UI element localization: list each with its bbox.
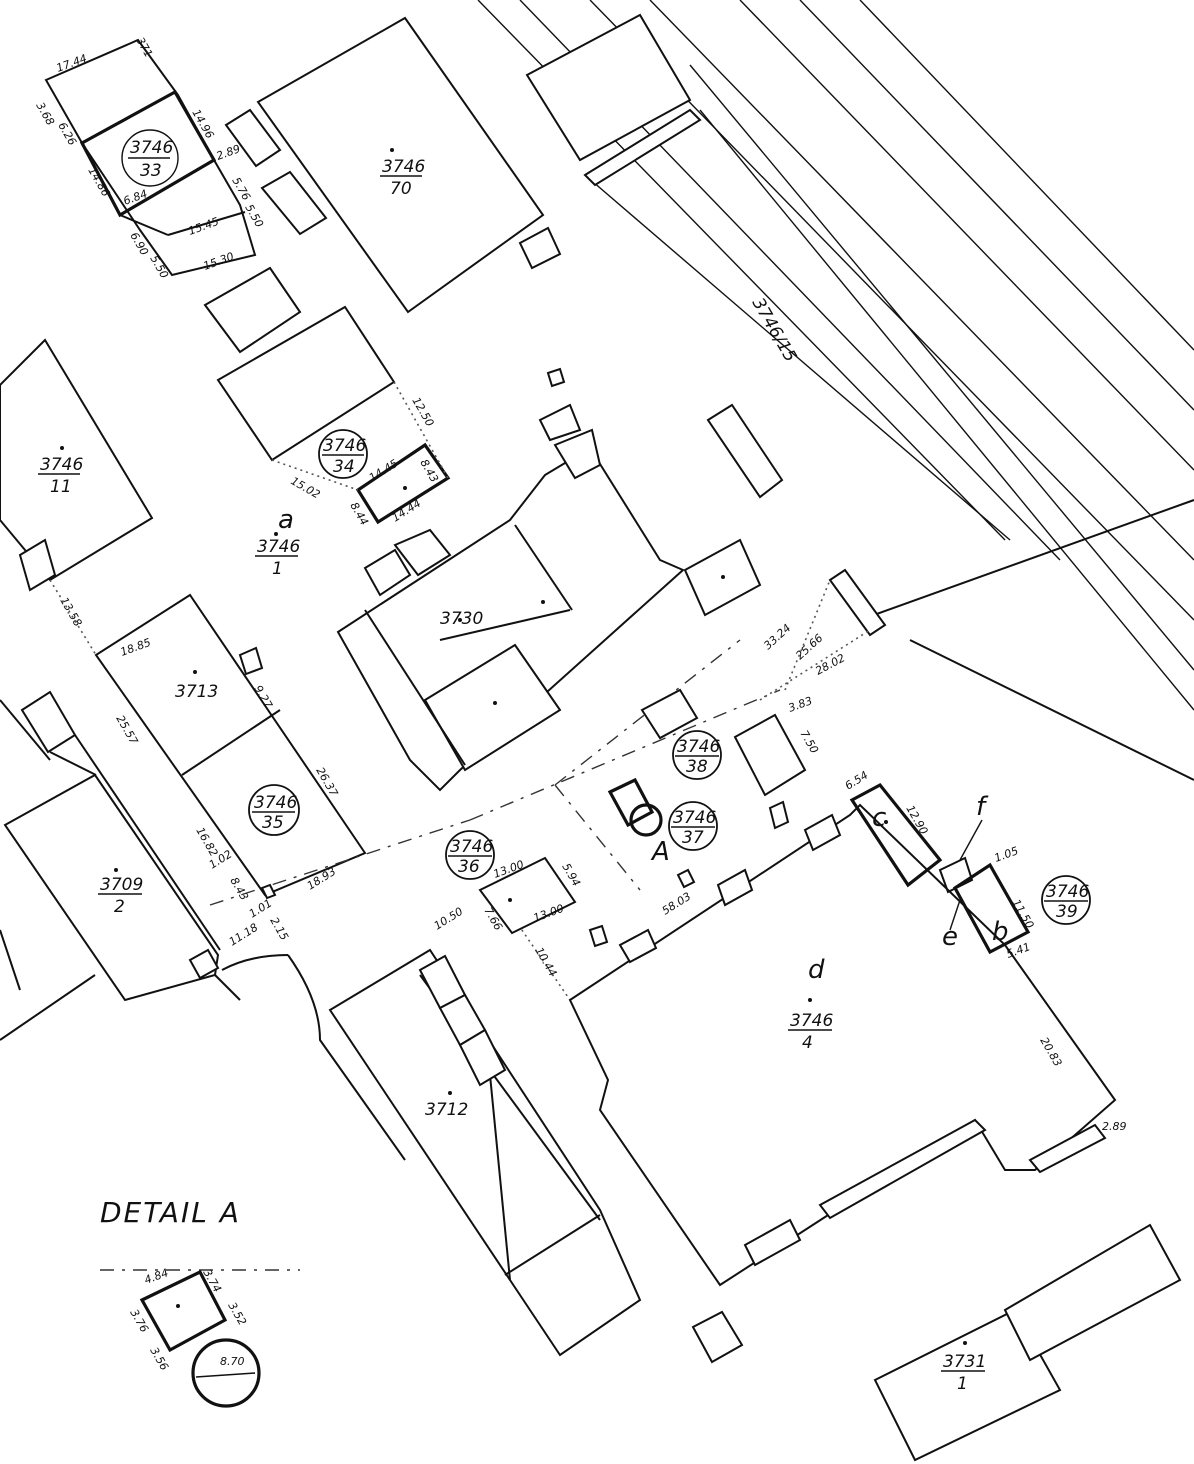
parcel-subnumber: 36 <box>458 857 480 877</box>
dimension-label: 25.57 <box>113 713 140 747</box>
dimension-label: 15.02 <box>289 474 323 501</box>
parcel-number: 3746 <box>257 537 300 557</box>
parcel-3709-2: 3709 2 <box>0 690 221 1041</box>
parcel-subnumber: 39 <box>1056 902 1078 922</box>
parcel-3746-37: 3746 37 A <box>588 777 718 948</box>
dimension-label: 5.76 <box>229 175 253 203</box>
parcel-number: 3746 <box>673 808 716 828</box>
rail-parcel-label: 3746/15 <box>748 295 801 366</box>
parcel-3746-4: d 3746 4 58.03 20.83 2.89 <box>568 803 1127 1287</box>
dimension-label: 14.44 <box>390 497 424 525</box>
parcel-number: 3746 <box>790 1011 833 1031</box>
lot-letter-c: c <box>872 803 886 833</box>
dimension-label: 6.90 <box>127 230 151 258</box>
parcel-number: 3746 <box>40 455 83 475</box>
parcel-subnumber: 4 <box>802 1033 813 1053</box>
detail-marker: A <box>650 837 670 867</box>
dimension-label: 28.02 <box>813 651 847 677</box>
parcel-subnumber: 33 <box>140 161 162 181</box>
dimension-label: 6.54 <box>843 769 871 793</box>
dimension-label: 58.03 <box>660 890 694 918</box>
lot-letter-b: b <box>992 917 1009 947</box>
dimension-label: 25.66 <box>793 631 825 662</box>
track-buildings <box>518 13 887 637</box>
parcel-number: 3746 <box>382 157 425 177</box>
dimension-label: 2.15 <box>267 915 291 943</box>
dimension-label: 13.58 <box>57 595 84 629</box>
dimension-label: 2.89 <box>215 142 242 163</box>
parcel-number: 3712 <box>425 1100 468 1120</box>
dimension-label: 15.30 <box>202 250 236 273</box>
dimension-label: 5.50 <box>147 253 171 281</box>
parcel-subnumber: 34 <box>333 457 355 477</box>
dimension-label: 33.24 <box>761 621 793 652</box>
parcel-subnumber: 1 <box>272 559 283 579</box>
dimension-label: 6.26 <box>55 120 79 148</box>
parcel-subnumber: 38 <box>686 757 708 777</box>
parcel-number: 3730 <box>440 609 483 629</box>
parcel-number: 3746 <box>323 436 366 456</box>
dimension-label: 15.45 <box>187 215 221 238</box>
dimension-label: 12.50 <box>409 395 436 429</box>
parcel-subnumber: 35 <box>262 813 284 833</box>
parcel-number: 3746 <box>254 793 297 813</box>
parcel-number: 3746/15 <box>748 295 801 366</box>
parcel-number: 3746 <box>450 837 493 857</box>
dimension-label: 2.89 <box>1102 1120 1127 1133</box>
parcel-subnumber: 37 <box>682 828 704 848</box>
dimension-label: 1.05 <box>993 844 1020 865</box>
parcel-subnumber: 1 <box>957 1374 968 1394</box>
parcel-3746-11: 3746 11 <box>0 338 154 592</box>
dimension-label: 3.83 <box>787 694 814 715</box>
dimension-label: 8.70 <box>220 1355 245 1368</box>
parcel-subnumber: 2 <box>114 897 125 917</box>
parcel-3730: 3730 <box>336 367 762 792</box>
parcel-3746-33: 3746 33 17.44 371 3.68 6.26 14.86 14.96 … <box>33 35 266 281</box>
lot-letter-d: d <box>808 955 825 985</box>
parcel-number: 3746 <box>677 737 720 757</box>
lot-letter-e: e <box>942 922 958 952</box>
detail-title: DETAIL A <box>100 1196 241 1229</box>
dimension-label: 10.44 <box>532 945 559 979</box>
lot-letter-a: a <box>278 505 294 535</box>
dimension-label: 8.43 <box>227 875 251 903</box>
dimension-label: 7.50 <box>797 728 821 756</box>
dimension-label: 371 <box>133 35 155 60</box>
parcel-subnumber: 70 <box>390 179 412 199</box>
parcel-subnumber: 11 <box>50 477 72 497</box>
parcel-number: 3731 <box>943 1352 986 1372</box>
parcel-number: 3709 <box>100 875 143 895</box>
dimension-label: 14.45 <box>367 457 401 485</box>
parcel-number: 3713 <box>175 682 218 702</box>
dimension-label: 11.18 <box>227 921 261 949</box>
parcel-3746-1-label: a 3746 1 <box>255 505 300 579</box>
parcel-3746-36: 3746 36 13.00 13.00 5.94 7.66 10.50 10.4… <box>432 830 583 979</box>
parcel-number: 3746 <box>130 138 173 158</box>
dimension-label: 10.50 <box>432 905 466 933</box>
dimension-label: 3.56 <box>147 1345 171 1373</box>
parcel-3731-1: 3731 1 <box>691 1223 1182 1462</box>
parcel-number: 3746 <box>1046 882 1089 902</box>
lot-letter-f: f <box>976 792 989 822</box>
parcel-3746-70: 3746 70 <box>224 16 545 314</box>
parcel-3746-38: 3746 38 33.24 25.66 28.02 3.83 7.50 <box>640 621 847 830</box>
dimension-label: 3.52 <box>225 1300 249 1328</box>
dimension-label: 17.44 <box>55 52 89 75</box>
dimension-label: 3.68 <box>33 100 57 128</box>
dimension-label: 1.01 <box>247 897 275 921</box>
detail-a-inset: DETAIL A 4.84 3.74 3.52 3.76 3.56 8.70 <box>100 1196 300 1408</box>
parcel-3712: 3712 <box>328 948 642 1357</box>
dimension-label: 11.50 <box>1009 897 1036 931</box>
